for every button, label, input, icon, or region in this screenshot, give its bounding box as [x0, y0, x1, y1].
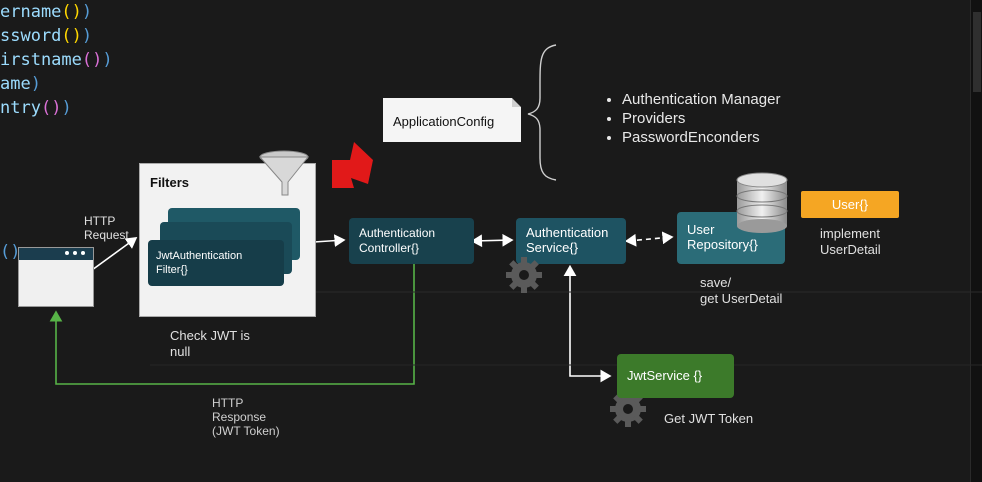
list-item: Authentication Manager [622, 90, 780, 109]
scrollbar-thumb[interactable] [973, 12, 981, 92]
get-jwt-token-note: Get JWT Token [664, 411, 754, 426]
response-arrow [49, 258, 415, 385]
filters-title: Filters [150, 175, 190, 190]
application-config-box[interactable]: ApplicationConfig [383, 98, 521, 142]
code-line: irstname()) [0, 50, 113, 70]
service-jwt-arrow [569, 268, 612, 383]
filter-to-controller-arrow [313, 234, 346, 248]
config-items-list: Authentication Manager Providers Passwor… [600, 90, 780, 147]
jwt-service-node[interactable]: JwtService {} [617, 354, 734, 398]
list-item: Providers [622, 109, 780, 128]
code-line: ntry()) [0, 98, 72, 118]
user-entity-node[interactable]: User{} [801, 191, 899, 218]
code-line: ssword()) [0, 26, 93, 46]
browser-window-icon [18, 247, 94, 307]
controller-service-arrow [470, 233, 514, 248]
code-fragment: ername()) ssword()) irstname()) ame) ntr… [0, 0, 113, 120]
editor-scrollbar[interactable] [970, 0, 982, 482]
request-arrow [91, 237, 138, 271]
code-line: ame) [0, 74, 41, 94]
service-repository-arrow [624, 231, 674, 247]
save-get-note: save/get UserDetail [700, 275, 783, 306]
list-item: PasswordEnconders [622, 128, 780, 147]
code-line: ername()) [0, 2, 93, 22]
config-brace [527, 44, 557, 181]
code-fragment-left: () [0, 242, 21, 262]
